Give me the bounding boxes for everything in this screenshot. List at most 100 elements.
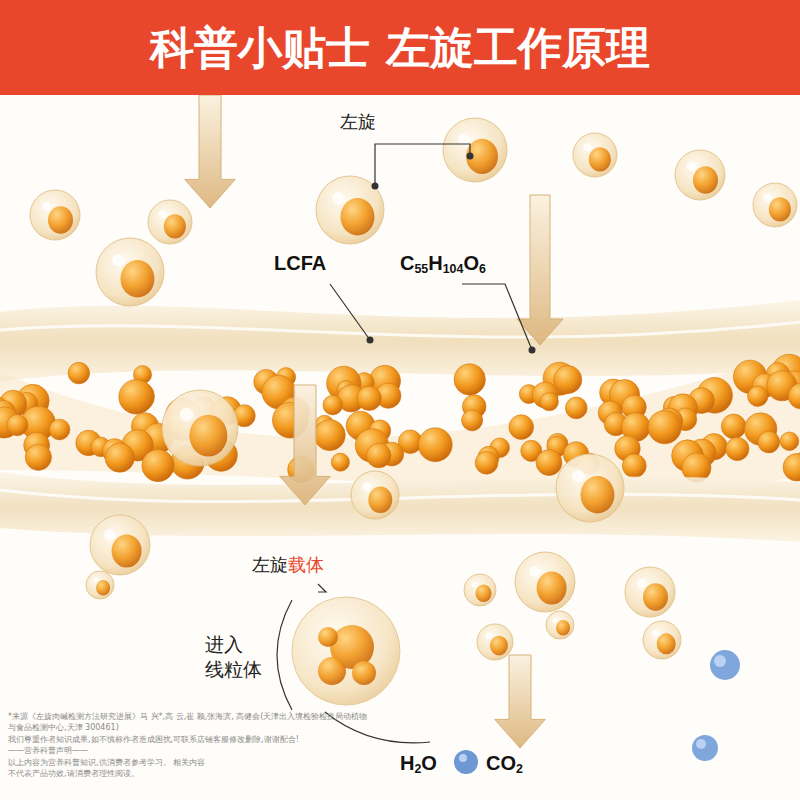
blue-ball-highlight xyxy=(714,655,726,667)
fat-bead xyxy=(788,383,800,409)
sphere-shell xyxy=(351,471,399,519)
fat-bead xyxy=(314,420,345,451)
fat-bead xyxy=(475,451,498,474)
sphere-core xyxy=(556,620,570,635)
chemical-formula: H2O xyxy=(400,752,437,775)
source-note: 我们尊重作者知识成果,如不慎标作者造成困扰,可联系店铺客服修改删除,谢谢配合! xyxy=(8,735,388,746)
leader-dot xyxy=(367,337,374,344)
carnitine-sphere xyxy=(675,150,725,200)
sphere-core xyxy=(368,487,392,513)
sphere-core xyxy=(189,415,227,457)
sphere-core xyxy=(466,139,498,174)
fat-bead xyxy=(454,364,485,395)
sphere-shell xyxy=(477,624,513,660)
sphere-core xyxy=(164,214,186,238)
carrier-core xyxy=(352,661,376,685)
fat-bead xyxy=(783,454,800,482)
fat-bead xyxy=(509,415,534,440)
carnitine-spheres xyxy=(30,118,797,660)
sphere-highlight xyxy=(458,133,470,145)
blue-ball xyxy=(710,650,740,680)
fat-bead xyxy=(748,386,768,406)
membrane-sheen xyxy=(0,322,800,337)
carrier-core xyxy=(318,627,338,647)
carnitine-sphere xyxy=(643,621,681,659)
blue-molecules xyxy=(454,650,740,774)
chemical-formula: CO2 xyxy=(486,752,523,775)
fat-bead xyxy=(7,414,28,435)
leader-line xyxy=(462,284,532,350)
sphere-highlight xyxy=(112,254,124,266)
carrier-bubble: 左旋载体 xyxy=(290,595,402,707)
bracket-arc xyxy=(277,600,292,710)
blue-ball xyxy=(454,750,478,774)
source-note: *来源《左旋肉碱检测方法研究进展》马 兴*,高 云,崔 颖,张海滨, 高健会(天… xyxy=(8,712,368,734)
sphere-core xyxy=(48,206,73,234)
flow-arrows xyxy=(185,95,563,748)
bubble-outline xyxy=(290,595,402,707)
sphere-highlight xyxy=(362,482,371,491)
sphere-shell xyxy=(515,552,575,612)
title-band: 科普小贴士 左旋工作原理 xyxy=(0,0,800,95)
bubble-shell xyxy=(292,597,400,705)
sphere-highlight xyxy=(485,632,491,638)
sphere-highlight xyxy=(763,193,771,201)
carnitine-sphere xyxy=(148,200,192,244)
sphere-shell xyxy=(90,515,150,575)
pointer-mark xyxy=(318,584,326,592)
sphere-core xyxy=(580,476,614,513)
callout-label: LCFA xyxy=(274,252,326,275)
sphere-shell xyxy=(573,133,617,177)
sphere-core xyxy=(340,198,374,235)
carnitine-sphere xyxy=(162,390,238,466)
sphere-highlight xyxy=(529,566,540,577)
membrane-layers xyxy=(0,300,800,486)
sphere-shell xyxy=(443,118,507,182)
sphere-core xyxy=(693,166,718,194)
fat-bead xyxy=(323,395,343,415)
sphere-shell xyxy=(316,176,384,244)
statement-note: 以上内容为营养科普知识,供消费者参考学习。 相关内容不代表产品功效,请消费者理性… xyxy=(8,758,208,780)
membrane-sheen xyxy=(0,490,800,502)
sphere-shell xyxy=(625,567,675,617)
carnitine-sphere xyxy=(753,183,797,227)
sphere-shell xyxy=(464,574,496,606)
flow-arrow xyxy=(280,385,331,505)
sphere-highlight xyxy=(637,579,646,588)
fat-bead xyxy=(367,443,392,468)
carnitine-sphere xyxy=(30,190,80,240)
carnitine-sphere xyxy=(556,454,624,522)
upper-membrane xyxy=(0,300,800,382)
sphere-highlight xyxy=(553,618,558,623)
fat-bead xyxy=(105,443,134,472)
callout-label: 左旋 xyxy=(340,112,376,133)
statement-heading: ——营养科普声明—— xyxy=(8,746,388,757)
blue-ball-highlight xyxy=(459,754,467,762)
fat-bead xyxy=(780,432,799,451)
leader-dot xyxy=(529,347,536,354)
carnitine-sphere xyxy=(573,133,617,177)
carnitine-sphere xyxy=(515,552,575,612)
leader-dot xyxy=(372,183,379,190)
leader-dot xyxy=(467,153,474,160)
sphere-shell xyxy=(162,390,238,466)
leader-lines xyxy=(277,144,532,743)
leader-dots xyxy=(367,153,536,354)
sphere-core xyxy=(657,633,676,654)
fat-bead xyxy=(49,419,70,440)
sphere-core xyxy=(112,535,142,568)
fat-bead xyxy=(721,414,746,439)
sphere-core xyxy=(537,572,567,605)
sphere-core xyxy=(476,584,492,602)
fat-bead xyxy=(462,410,483,431)
fat-bead xyxy=(142,449,174,481)
sphere-highlight xyxy=(42,202,51,211)
sphere-highlight xyxy=(472,582,478,588)
carnitine-sphere xyxy=(443,118,507,182)
carnitine-sphere xyxy=(96,238,164,306)
flow-arrow xyxy=(517,195,563,345)
sphere-core xyxy=(769,197,791,221)
sphere-shell xyxy=(96,238,164,306)
